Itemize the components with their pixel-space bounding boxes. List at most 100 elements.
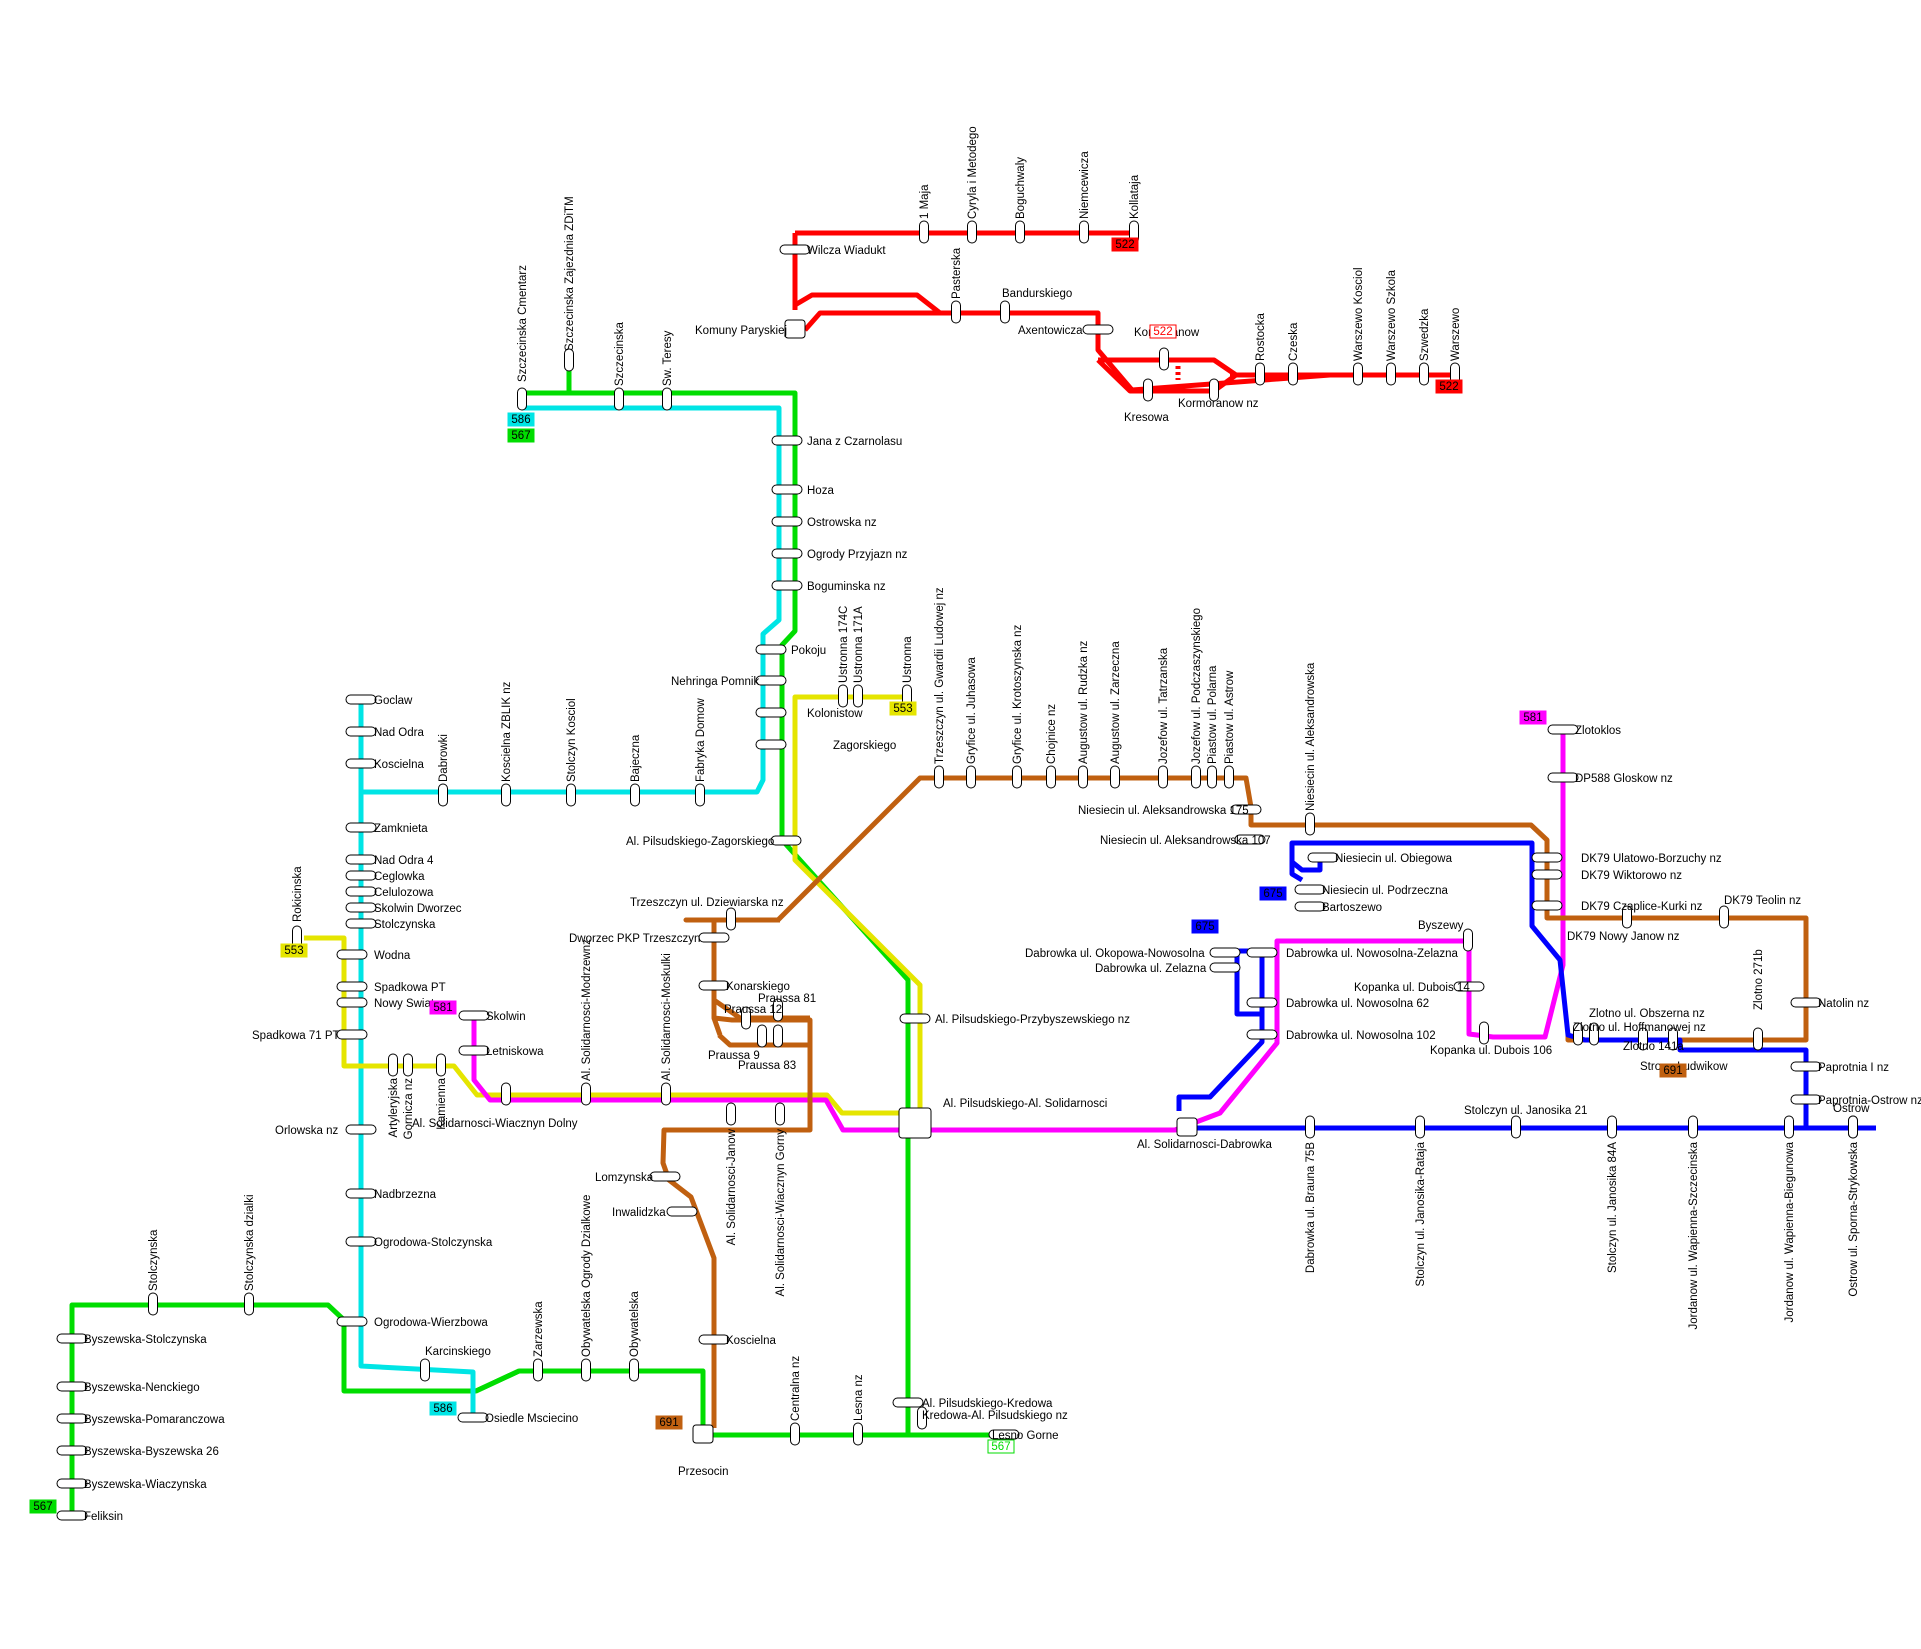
stop-marker[interactable]	[345, 902, 377, 913]
stop-marker[interactable]	[345, 1236, 377, 1247]
stop-marker[interactable]	[1209, 962, 1241, 973]
stop-marker[interactable]	[1531, 869, 1563, 880]
route-badge[interactable]	[429, 1000, 457, 1015]
stop-marker[interactable]	[517, 387, 527, 411]
stop-marker[interactable]	[1230, 804, 1262, 815]
stop-marker[interactable]	[1511, 1115, 1521, 1139]
stop-marker[interactable]	[771, 580, 803, 591]
stop-marker[interactable]	[1415, 1115, 1425, 1139]
stop-marker[interactable]	[345, 1188, 377, 1199]
stop-marker[interactable]	[757, 1024, 767, 1048]
stop-marker[interactable]	[1573, 1022, 1583, 1046]
route-badge[interactable]	[1111, 237, 1139, 252]
route-badge[interactable]	[1435, 379, 1463, 394]
stop-marker[interactable]	[649, 1171, 681, 1182]
route-badge[interactable]	[29, 1499, 57, 1514]
stop-marker[interactable]	[1046, 765, 1056, 789]
stop-marker[interactable]	[56, 1381, 88, 1392]
stop-marker[interactable]	[345, 870, 377, 881]
stop-marker[interactable]	[1110, 765, 1120, 789]
stop-marker[interactable]	[966, 765, 976, 789]
stop-marker[interactable]	[1305, 1115, 1315, 1139]
stop-marker[interactable]	[1082, 324, 1114, 335]
stop-marker[interactable]	[336, 1316, 368, 1327]
stop-marker[interactable]	[1143, 378, 1153, 402]
route-badge[interactable]	[1659, 1063, 1687, 1078]
route-badge[interactable]	[429, 1401, 457, 1416]
stop-marker[interactable]	[345, 758, 377, 769]
stop-marker[interactable]	[1207, 765, 1217, 789]
stop-marker[interactable]	[770, 835, 802, 846]
stop-marker[interactable]	[988, 1429, 1020, 1440]
stop-marker[interactable]	[56, 1478, 88, 1489]
stop-marker[interactable]	[1790, 997, 1822, 1008]
stop-marker[interactable]	[934, 765, 944, 789]
stop-marker[interactable]	[564, 348, 574, 372]
stop-marker[interactable]	[345, 822, 377, 833]
stop-marker[interactable]	[1234, 834, 1266, 845]
stop-marker[interactable]	[56, 1413, 88, 1424]
stop-marker[interactable]	[1790, 1094, 1822, 1105]
stop-marker[interactable]	[741, 1006, 751, 1030]
stop-marker[interactable]	[1753, 1027, 1763, 1051]
stop-marker[interactable]	[692, 1424, 714, 1444]
stop-marker[interactable]	[967, 220, 977, 244]
stop-marker[interactable]	[148, 1292, 158, 1316]
stop-marker[interactable]	[1158, 765, 1168, 789]
stop-marker[interactable]	[1307, 852, 1339, 863]
stop-marker[interactable]	[1209, 947, 1241, 958]
stop-marker[interactable]	[1668, 1027, 1678, 1051]
stop-marker[interactable]	[1784, 1115, 1794, 1139]
stop-marker[interactable]	[1246, 947, 1278, 958]
stop-marker[interactable]	[436, 1053, 446, 1077]
stop-marker[interactable]	[771, 484, 803, 495]
stop-marker[interactable]	[614, 387, 624, 411]
stop-marker[interactable]	[345, 694, 377, 705]
stop-marker[interactable]	[438, 783, 448, 807]
stop-marker[interactable]	[892, 1397, 924, 1408]
stop-marker[interactable]	[1589, 1022, 1599, 1046]
stop-marker[interactable]	[1079, 220, 1089, 244]
stop-marker[interactable]	[775, 1102, 785, 1126]
stop-marker[interactable]	[244, 1292, 254, 1316]
stop-marker[interactable]	[755, 644, 787, 655]
stop-marker[interactable]	[1246, 1029, 1278, 1040]
stop-marker[interactable]	[1453, 981, 1485, 992]
stop-marker[interactable]	[336, 997, 368, 1008]
stop-marker[interactable]	[1294, 901, 1326, 912]
stop-marker[interactable]	[1015, 220, 1025, 244]
stop-marker[interactable]	[838, 684, 848, 708]
stop-marker[interactable]	[345, 1124, 377, 1135]
stop-marker[interactable]	[1288, 362, 1298, 386]
stop-marker[interactable]	[403, 1053, 413, 1077]
stop-marker[interactable]	[755, 739, 787, 750]
stop-marker[interactable]	[853, 1422, 863, 1446]
stop-marker[interactable]	[1000, 300, 1010, 324]
stop-marker[interactable]	[1191, 765, 1201, 789]
stop-marker[interactable]	[771, 516, 803, 527]
stop-marker[interactable]	[566, 783, 576, 807]
stop-marker[interactable]	[1547, 724, 1579, 735]
stop-marker[interactable]	[1622, 905, 1632, 929]
stop-marker[interactable]	[1848, 1115, 1858, 1139]
stop-marker[interactable]	[919, 220, 929, 244]
stop-marker[interactable]	[726, 907, 736, 931]
stop-marker[interactable]	[1078, 765, 1088, 789]
stop-marker[interactable]	[755, 675, 787, 686]
stop-marker[interactable]	[755, 707, 787, 718]
stop-marker[interactable]	[853, 684, 863, 708]
stop-marker[interactable]	[917, 1406, 927, 1430]
route-badge[interactable]	[987, 1439, 1015, 1454]
stop-marker[interactable]	[951, 300, 961, 324]
stop-marker[interactable]	[790, 1422, 800, 1446]
stop-marker[interactable]	[56, 1510, 88, 1521]
stop-marker[interactable]	[345, 918, 377, 929]
stop-marker[interactable]	[661, 1082, 671, 1106]
route-badge[interactable]	[655, 1415, 683, 1430]
stop-marker[interactable]	[1638, 1027, 1648, 1051]
stop-marker[interactable]	[630, 783, 640, 807]
stop-marker[interactable]	[533, 1358, 543, 1382]
stop-marker[interactable]	[458, 1010, 490, 1021]
stop-marker[interactable]	[629, 1358, 639, 1382]
stop-marker[interactable]	[698, 1334, 730, 1345]
